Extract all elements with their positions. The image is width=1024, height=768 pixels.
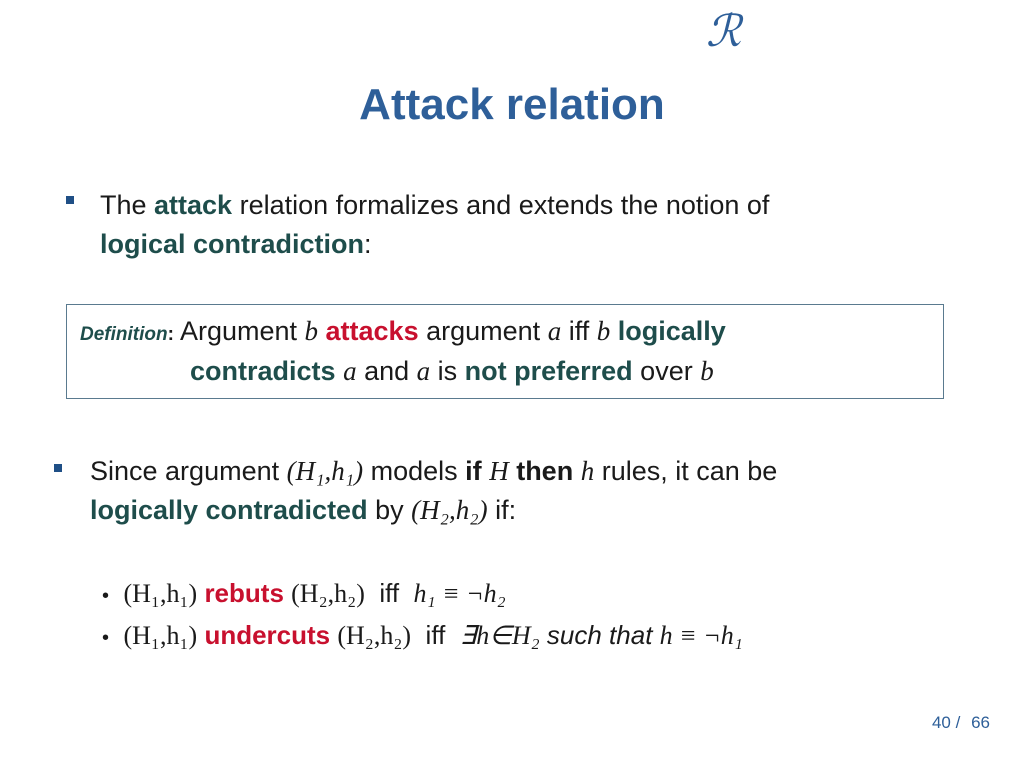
var-b: b	[596, 316, 611, 346]
term-logical-contradiction: logical contradiction	[100, 229, 365, 259]
rebuts-item: • (H₁,h₁) rebuts (H₂,h₂) iff h₁ ≡ ¬h₂	[102, 578, 506, 609]
var-a: a	[343, 356, 357, 386]
bullet-2: Since argument (H₁,h₁) models if H then …	[54, 452, 994, 530]
definition-label: Definition	[80, 324, 168, 345]
keyword-iff: iff	[379, 578, 400, 608]
text-fragment: Argument	[173, 316, 305, 346]
dot-bullet-icon: •	[102, 627, 110, 649]
var-b: b	[304, 316, 319, 346]
definition-colon: :	[167, 324, 174, 345]
var-H: H	[489, 456, 509, 486]
page-indicator: 40 / 66	[932, 713, 990, 733]
term-undercuts: undercuts	[204, 620, 331, 650]
page-total: 66	[971, 713, 990, 732]
square-bullet-icon	[66, 196, 74, 204]
bullet-1-text: The attack relation formalizes and exten…	[100, 186, 966, 264]
text-fragment: relation formalizes and extends the noti…	[232, 190, 770, 220]
keyword-if: if	[465, 456, 482, 486]
argument-h2: (H₂,h₂)	[337, 621, 412, 650]
text-fragment: if:	[487, 495, 517, 525]
page-separator: /	[955, 713, 961, 732]
text-fragment: argument	[418, 316, 548, 346]
term-not-preferred: not preferred	[464, 356, 633, 386]
keyword-iff: iff	[425, 620, 446, 650]
text-fragment: is	[430, 356, 465, 386]
condition-undercut-neg: h ≡ ¬h₁	[659, 621, 743, 650]
definition-box	[66, 304, 944, 399]
term-logically-contradicted: logically contradicted	[90, 495, 368, 525]
text-fragment: models	[363, 456, 466, 486]
term-attack: attack	[154, 190, 233, 220]
term-rebuts: rebuts	[204, 578, 284, 608]
text-fragment: iff	[561, 316, 597, 346]
text-fragment: and	[356, 356, 417, 386]
logo-r-icon: ℛ	[706, 6, 742, 57]
var-a: a	[416, 356, 431, 386]
bullet-2-text: Since argument (H₁,h₁) models if H then …	[90, 452, 994, 530]
square-bullet-icon	[54, 464, 62, 472]
text-fragment: over	[632, 356, 701, 386]
condition-undercut-exists: ∃h∈H₂	[459, 621, 540, 650]
text-fragment: :	[364, 229, 372, 259]
argument-h1: (H₁,h₁)	[123, 579, 198, 608]
dot-bullet-icon: •	[102, 585, 110, 607]
text-fragment: by	[367, 495, 412, 525]
text-fragment: The	[100, 190, 155, 220]
term-attacks: attacks	[325, 316, 419, 346]
text-fragment: rules, it can be	[594, 456, 778, 486]
var-h: h	[580, 456, 595, 486]
keyword-then: then	[516, 456, 574, 486]
term-contradicts: contradicts	[190, 356, 336, 386]
argument-h2: (H₂,h₂)	[411, 495, 488, 525]
argument-h1: (H₁,h₁)	[286, 456, 364, 486]
argument-h1: (H₁,h₁)	[123, 621, 198, 650]
undercuts-item: • (H₁,h₁) undercuts (H₂,h₂) iff ∃h∈H₂ su…	[102, 620, 743, 651]
condition-rebut: h₁ ≡ ¬h₂	[413, 579, 506, 608]
definition-line-2: contradicts a and a is not preferred ove…	[190, 356, 714, 387]
definition-line-1: Definition: Argument b attacks argument …	[80, 316, 726, 347]
bullet-1: The attack relation formalizes and exten…	[66, 186, 966, 264]
term-logically: logically	[617, 316, 726, 346]
var-a: a	[547, 316, 562, 346]
slide-title: Attack relation	[359, 80, 665, 129]
phrase-such-that: such that	[546, 620, 653, 650]
var-b: b	[700, 356, 714, 386]
text-fragment: Since argument	[90, 456, 287, 486]
argument-h2: (H₂,h₂)	[291, 579, 365, 608]
page-current: 40	[931, 713, 951, 732]
